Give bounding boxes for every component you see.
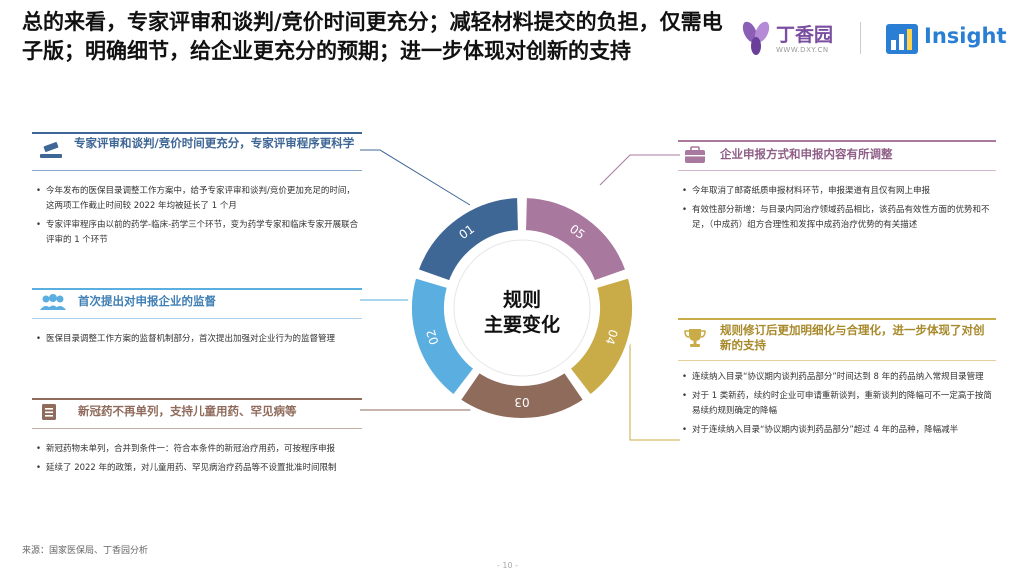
- center-label-line1: 规则: [503, 288, 541, 311]
- section-header: [32, 132, 362, 171]
- section-bullets: 医保目录调整工作方案的监督机制部分，首次提出加强对企业行为的监督管理: [36, 332, 360, 351]
- logo-divider: [860, 22, 861, 54]
- list-item: 专家评审程序由以前的药学-临床-药学三个环节，变为药学专家和临床专家开展联合评审…: [36, 218, 360, 248]
- dxy-logo-url: WWW.DXY.CN: [776, 46, 829, 54]
- section-header: [678, 140, 996, 171]
- list-item: 对于连续纳入目录“协议期内谈判药品部分”超过 4 年的品种，降幅减半: [682, 423, 994, 438]
- donut-segment-label: 04: [602, 328, 620, 347]
- document-icon: [40, 403, 58, 425]
- list-item: 今年发布的医保目录调整工作方案中，给予专家评审和谈判/竞价更加充足的时间，这两项…: [36, 184, 360, 214]
- connector-01: [360, 149, 471, 206]
- list-item: 新冠药物未单列，合并到条件一：符合本条件的新冠治疗用药，可按程序申报: [36, 442, 360, 457]
- section-title: 企业申报方式和申报内容有所调整: [720, 147, 893, 161]
- section-rule-revision: 规则修订后更加明细化与合理化，进一步体现了对创新的支持 连续纳入目录“协议期内谈…: [678, 318, 996, 498]
- section-bullets: 新冠药物未单列，合并到条件一：符合本条件的新冠治疗用药，可按程序申报 延续了 2…: [36, 442, 360, 480]
- section-covid-drugs: 新冠药不再单列，支持儿童用药、罕见病等 新冠药物未单列，合并到条件一：符合本条件…: [32, 398, 362, 528]
- people-icon: [38, 293, 68, 315]
- insight-logo: Insight: [882, 18, 1012, 58]
- section-title: 规则修订后更加明细化与合理化，进一步体现了对创新的支持: [720, 323, 985, 352]
- donut-segment-03: [455, 367, 589, 422]
- section-header: [32, 288, 362, 319]
- section-application-method: 企业申报方式和申报内容有所调整 今年取消了邮寄纸质申报材料环节，申报渠道有且仅有…: [678, 132, 996, 262]
- donut-segment-04: [565, 273, 636, 400]
- donut-segment-02: [408, 273, 479, 400]
- section-header: [678, 318, 996, 361]
- page-number: - 10 -: [497, 561, 519, 570]
- list-item: 对于 1 类新药，续约时企业可申请重新谈判，重新谈判的降幅可不一定高于按简易续约…: [682, 389, 994, 419]
- list-item: 有效性部分新增：与目录内同治疗领域药品相比，该药品有效性方面的优势和不足，（中成…: [682, 203, 994, 233]
- insight-logo-text: Insight: [924, 24, 1007, 48]
- section-supervision: 首次提出对申报企业的监督 医保目录调整工作方案的监督机制部分，首次提出加强对企业…: [32, 288, 362, 368]
- donut-segment-01: [413, 193, 523, 286]
- dxy-logo-text: 丁香园: [776, 24, 834, 46]
- list-item: 医保目录调整工作方案的监督机制部分，首次提出加强对企业行为的监督管理: [36, 332, 360, 347]
- section-title: 首次提出对申报企业的监督: [78, 294, 216, 308]
- section-title: 新冠药不再单列，支持儿童用药、罕见病等: [78, 404, 297, 418]
- section-expert-review: 专家评审和谈判/竞价时间更充分，专家评审程序更科学 今年发布的医保目录调整工作方…: [32, 132, 362, 262]
- center-label-line2: 主要变化: [484, 313, 560, 336]
- dxy-logo: 丁香园 WWW.DXY.CN: [738, 18, 848, 62]
- section-title: 专家评审和谈判/竞价时间更充分，专家评审程序更科学: [74, 136, 355, 150]
- insight-chart-icon: [886, 24, 918, 54]
- donut-segment-label: 02: [424, 328, 442, 347]
- list-item: 延续了 2022 年的政策，对儿童用药、罕见病治疗药品等不设置批准时间限制: [36, 461, 360, 476]
- trophy-icon: [684, 328, 706, 352]
- list-item: 连续纳入目录“协议期内谈判药品部分”时间达到 8 年的药品纳入常规目录管理: [682, 370, 994, 385]
- page-title: 总的来看，专家评审和谈判/竞价时间更充分；减轻材料提交的负担，仅需电子版；明确细…: [22, 10, 723, 63]
- donut-segment-label: 03: [514, 395, 529, 409]
- list-item: 今年取消了邮寄纸质申报材料环节，申报渠道有且仅有网上申报: [682, 184, 994, 199]
- source-note: 来源：国家医保局、丁香园分析: [22, 546, 149, 556]
- section-bullets: 今年取消了邮寄纸质申报材料环节，申报渠道有且仅有网上申报 有效性部分新增：与目录…: [682, 184, 994, 237]
- briefcase-icon: [684, 146, 706, 168]
- section-bullets: 今年发布的医保目录调整工作方案中，给予专家评审和谈判/竞价更加充足的时间，这两项…: [36, 184, 360, 252]
- section-header: [32, 398, 362, 429]
- gavel-icon: [38, 142, 64, 164]
- dxy-flower-icon: [742, 21, 770, 55]
- donut-segment-05: [521, 193, 631, 286]
- connector-05: [599, 154, 680, 186]
- section-bullets: 连续纳入目录“协议期内谈判药品部分”时间达到 8 年的药品纳入常规目录管理 对于…: [682, 370, 994, 442]
- donut-center: [453, 239, 591, 377]
